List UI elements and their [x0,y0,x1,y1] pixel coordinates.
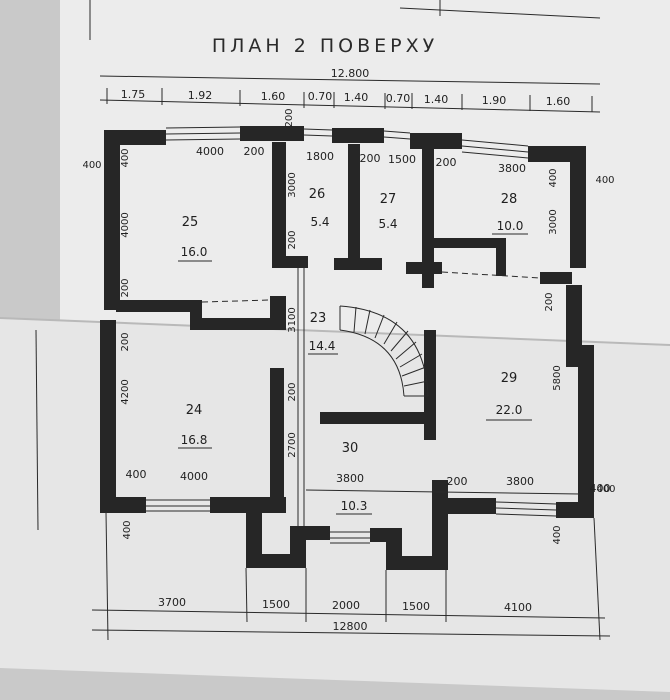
vdim-4: 3000 [287,172,298,197]
bottom-dim-2: 1500 [262,598,290,611]
inner-top-dim-3: 1800 [306,150,334,163]
vdim-5: 200 [287,230,298,249]
vdim-10: 3100 [287,307,298,332]
vdim-14: 2700 [287,432,298,457]
top-dim-8: 1.90 [482,94,507,107]
room-number: 28 [501,192,518,207]
vdim-19: 400 [120,148,131,167]
room-area: 5.4 [310,215,329,229]
opening-dashed [201,299,271,303]
vdim-7: 3000 [548,209,559,234]
vdim-2: 4000 [120,212,131,237]
vdim-8: 200 [544,292,555,311]
room-area: 16.8 [181,433,208,447]
inner-bottom-dim-1: 400 [126,468,147,481]
vdim-9: 5800 [552,365,563,390]
vdim-12: 4200 [120,379,131,404]
room-29: 29 22.0 [486,371,532,421]
walls [100,126,594,570]
room-number: 24 [186,403,203,418]
overall-dim-line [99,75,601,85]
windows [146,126,557,544]
plan-title: ПЛАН 2 ПОВЕРХУ [212,35,438,57]
bottom-ticks [35,329,601,641]
inner-bottom-dim-2: 4000 [180,470,208,483]
paper-lower-sheet [0,318,670,692]
inner-bottom-dim-5: 3800 [506,475,534,488]
segment-dim-line [99,99,601,113]
top-dim-1: 1.75 [121,88,146,101]
vdim-1: 400 [82,160,101,171]
inner-top-dim-1: 4000 [196,145,224,158]
vdim-3: 200 [120,278,131,297]
frame-line [399,7,601,19]
room-number: 27 [380,192,397,207]
room-28: 28 10.0 [492,192,528,235]
inner-bottom-dim-4: 200 [447,475,468,488]
inner-bottom-dim-6: 400 [590,482,611,495]
bottom-dim-3: 2000 [332,599,360,612]
vdim-16: 400 [595,175,614,186]
room-30: 30 10.3 [336,441,372,515]
room-23: 23 14.4 [308,311,338,355]
bottom-inner-dim-line [305,489,581,495]
overall-dim-label: 12.800 [331,67,370,80]
opening-dashed [441,271,541,279]
top-dim-6: 0.70 [386,92,411,105]
room-number: 26 [309,187,326,202]
inner-top-dim-7: 3800 [498,162,526,175]
room-area: 10.0 [497,219,524,233]
paper-upper-sheet [60,0,670,345]
vdim-11: 200 [120,332,131,351]
room-26: 26 5.4 [309,187,330,229]
vdim-18: 200 [284,108,295,127]
bottom-dim-1: 3700 [158,596,186,609]
vdim-17: 400 [596,484,615,495]
top-dim-5: 1.40 [344,91,369,104]
room-number: 25 [182,215,199,230]
room-25: 25 16.0 [178,215,212,262]
top-dim-3: 1.60 [261,90,286,103]
bottom-overall-line [91,629,611,637]
room-area: 22.0 [496,403,523,417]
bottom-dim-5: 4100 [504,601,532,614]
room-area: 10.3 [341,499,368,513]
room-number: 23 [310,311,327,326]
top-segment-ticks [106,88,593,112]
bottom-segment-line [91,609,606,619]
inner-top-dim-6: 200 [436,156,457,169]
room-27: 27 5.4 [378,192,397,231]
room-area: 16.0 [181,245,208,259]
inner-top-dim-4: 200 [360,152,381,165]
vdim-6: 400 [548,168,559,187]
room-24: 24 16.8 [178,403,212,449]
room-area: 5.4 [378,217,397,231]
bottom-dim-4: 1500 [402,600,430,613]
top-dim-9: 1.60 [546,95,571,108]
top-dim-4: 0.70 [308,90,333,103]
inner-top-dim-5: 1500 [388,153,416,166]
spiral-stair [339,305,429,397]
inner-top-dim-2: 200 [244,145,265,158]
bottom-overall-dim: 12800 [333,620,368,633]
top-dim-7: 1.40 [424,93,449,106]
room-number: 29 [501,371,518,386]
room-area: 14.4 [309,339,336,353]
top-dim-2: 1.92 [188,89,213,102]
room-number: 30 [342,441,359,456]
vdim-15: 400 [122,520,133,539]
vdim-13: 200 [287,382,298,401]
inner-bottom-dim-3: 3800 [336,472,364,485]
vdim-20: 400 [552,525,563,544]
